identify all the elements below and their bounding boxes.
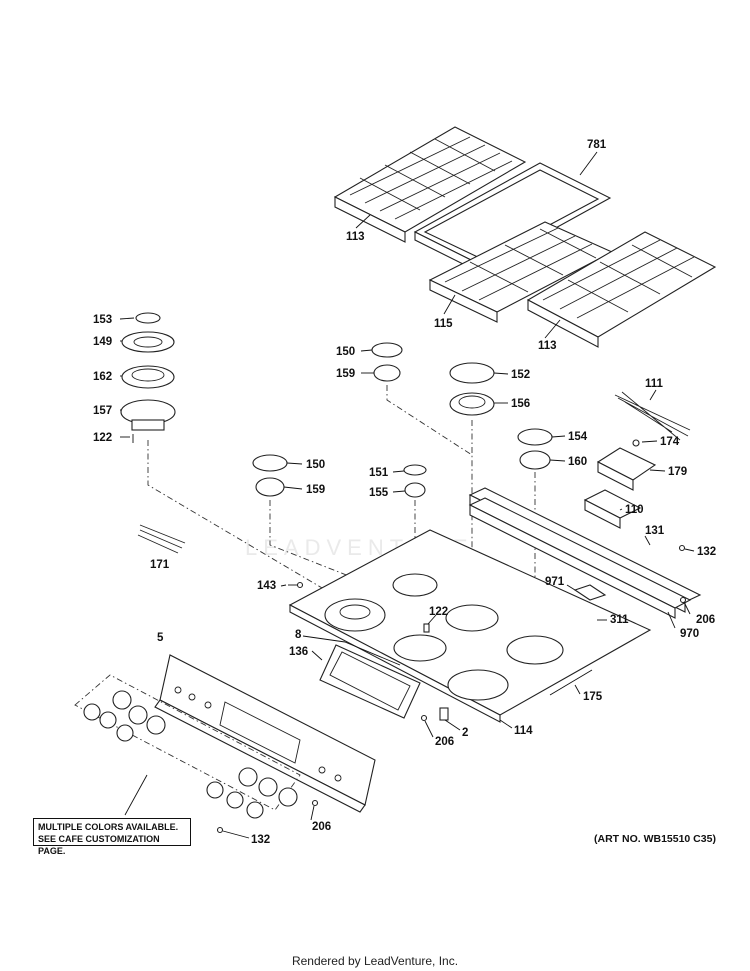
note-line-2: SEE CAFE CUSTOMIZATION PAGE. (38, 834, 160, 856)
label-971: 971 (545, 576, 565, 588)
cooktop-114[interactable] (288, 529, 652, 723)
bracket-179[interactable] (596, 447, 657, 491)
igniter-122-lower[interactable] (423, 623, 430, 633)
burner-ring-149[interactable] (121, 331, 175, 353)
label-115: 115 (434, 318, 453, 330)
burner-cap-153[interactable] (135, 312, 161, 324)
wire-171[interactable] (137, 524, 186, 554)
label-122-center: 122 (429, 606, 448, 618)
label-175: 175 (583, 691, 603, 703)
rail-970[interactable] (468, 497, 692, 619)
grate-right-113[interactable] (526, 231, 717, 348)
burner-head-162[interactable] (121, 365, 175, 389)
label-311: 311 (610, 614, 629, 626)
clip-971[interactable] (573, 584, 607, 601)
label-143: 143 (257, 580, 276, 592)
screw-174[interactable] (632, 439, 640, 447)
label-151: 151 (369, 467, 389, 479)
label-136: 136 (289, 646, 308, 658)
note-line-1: MULTIPLE COLORS AVAILABLE. (38, 822, 179, 832)
burner-cap-150-left[interactable] (252, 454, 288, 472)
burner-cap-150-top[interactable] (371, 342, 403, 358)
label-781: 781 (587, 139, 607, 151)
control-panel-5[interactable] (154, 654, 376, 813)
knob-group[interactable] (74, 674, 301, 819)
screw-206-right[interactable] (679, 596, 687, 604)
control-module-136[interactable] (319, 644, 421, 719)
bracket-8[interactable] (344, 641, 401, 666)
wire-harness-111[interactable] (614, 391, 691, 441)
label-132-right: 132 (697, 546, 716, 558)
burner-head-155[interactable] (404, 482, 426, 498)
burner-cap-151[interactable] (403, 464, 427, 476)
label-162: 162 (93, 371, 112, 383)
label-113-left: 113 (346, 231, 365, 243)
label-150-left: 150 (306, 459, 325, 471)
label-2: 2 (462, 727, 468, 739)
label-970: 970 (680, 628, 699, 640)
screw-132-right[interactable] (678, 544, 686, 552)
label-114: 114 (514, 725, 533, 737)
burner-head-159-left[interactable] (255, 477, 285, 497)
label-5: 5 (157, 632, 164, 644)
label-110: 110 (625, 504, 644, 516)
screw-206-left[interactable] (311, 799, 319, 807)
rod-175[interactable] (549, 669, 593, 696)
label-153: 153 (93, 314, 112, 326)
multiple-colors-note: MULTIPLE COLORS AVAILABLE. SEE CAFE CUST… (33, 818, 191, 856)
valve-110[interactable] (583, 489, 642, 529)
griddle-781[interactable] (413, 162, 612, 276)
burner-head-160[interactable] (519, 450, 551, 470)
label-206-left: 206 (312, 821, 331, 833)
label-113-right: 113 (538, 340, 557, 352)
label-160: 160 (568, 456, 587, 468)
label-8: 8 (295, 629, 302, 641)
label-159-left: 159 (306, 484, 325, 496)
label-111: 111 (645, 378, 664, 390)
art-number: (ART NO. WB15510 C35) (594, 833, 716, 845)
label-206-mid: 206 (435, 736, 454, 748)
label-206-right: 206 (696, 614, 715, 626)
label-132-left: 132 (251, 834, 270, 846)
screw-132-left[interactable] (216, 826, 224, 834)
burner-cap-152[interactable] (449, 362, 495, 384)
label-179: 179 (668, 466, 687, 478)
footer-credit: Rendered by LeadVenture, Inc. (291, 954, 459, 968)
burner-cap-154[interactable] (517, 428, 553, 446)
burner-base-157[interactable] (120, 399, 176, 431)
clip-2[interactable] (439, 707, 449, 721)
screw-143[interactable] (288, 581, 304, 589)
label-171: 171 (150, 559, 170, 571)
label-150-top: 150 (336, 346, 355, 358)
label-149: 149 (93, 336, 112, 348)
grate-center-115[interactable] (428, 221, 614, 323)
label-131: 131 (645, 525, 665, 537)
label-174: 174 (660, 436, 680, 448)
screw-206-mid[interactable] (420, 714, 428, 722)
grate-left-113[interactable] (333, 126, 527, 243)
label-152: 152 (511, 369, 530, 381)
label-156: 156 (511, 398, 530, 410)
label-157: 157 (93, 405, 112, 417)
label-155: 155 (369, 487, 389, 499)
burner-head-156[interactable] (449, 392, 495, 416)
label-122-left: 122 (93, 432, 112, 444)
burner-head-159-top[interactable] (373, 364, 401, 382)
label-159-top: 159 (336, 368, 355, 380)
label-154: 154 (568, 431, 588, 443)
